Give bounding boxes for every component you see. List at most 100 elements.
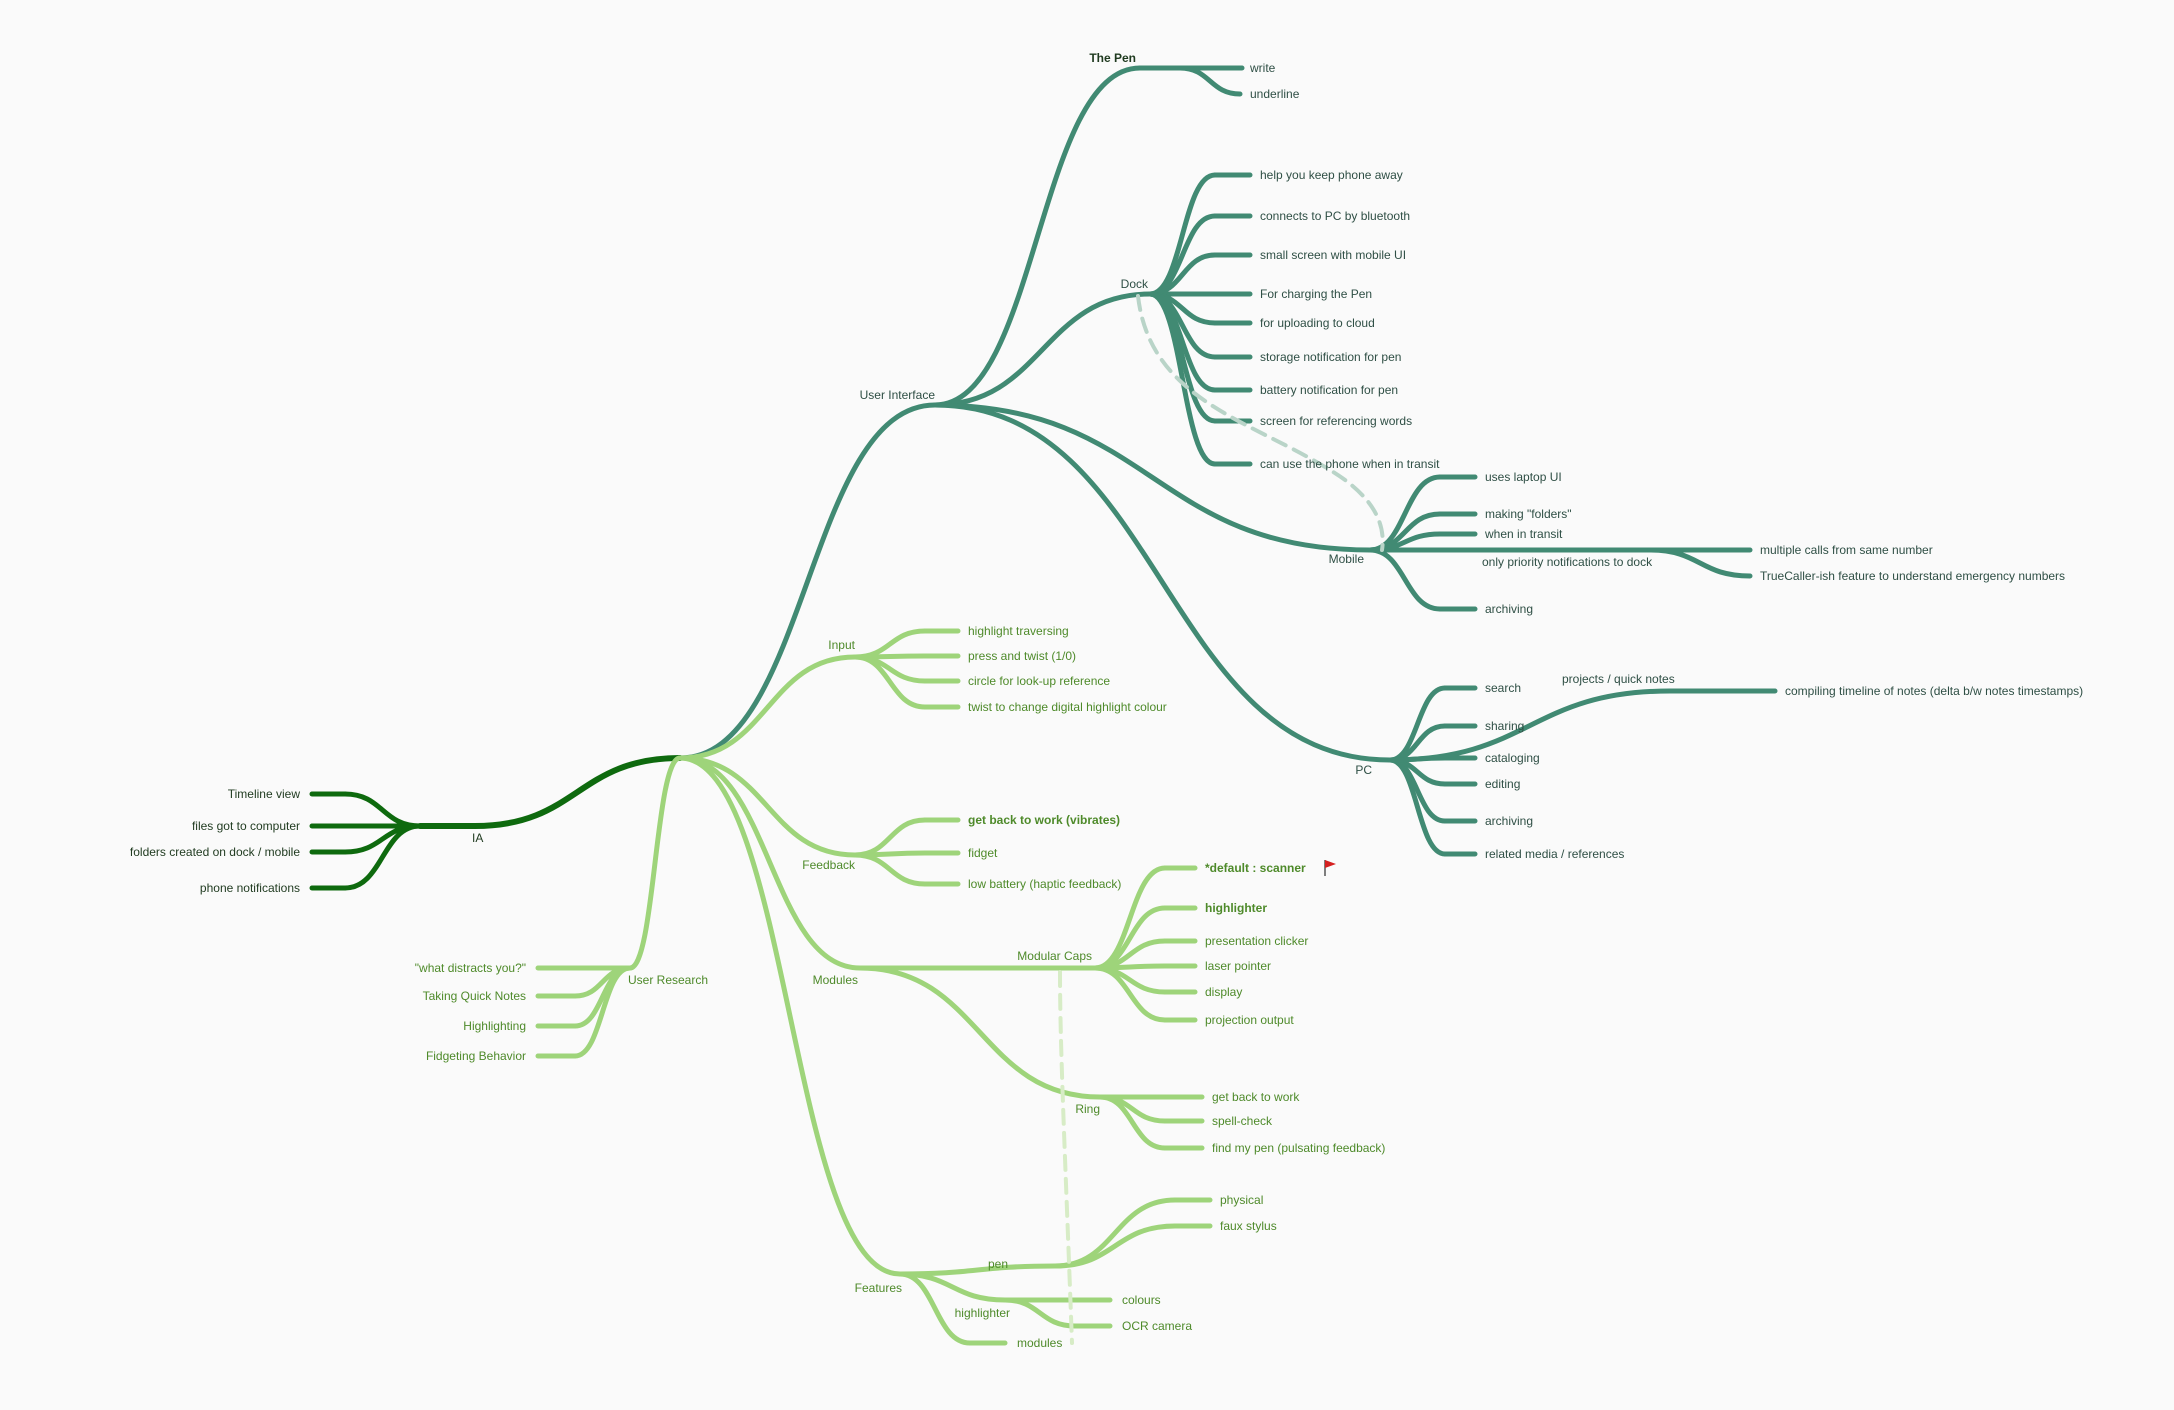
node-mob-4b[interactable]: TrueCaller-ish feature to understand eme… <box>1760 569 2065 583</box>
node-pc-3[interactable]: cataloging <box>1485 751 1540 765</box>
node-mob-3[interactable]: when in transit <box>1484 527 1563 541</box>
relation-caps-to-feature-modules <box>1058 970 1074 1345</box>
node-ring-1[interactable]: get back to work <box>1212 1090 1300 1104</box>
node-ui[interactable]: User Interface <box>860 388 936 402</box>
node-in-3[interactable]: circle for look-up reference <box>968 674 1110 688</box>
branch-user-research <box>627 755 683 971</box>
branch-mob-5 <box>1367 547 1443 612</box>
node-dock-4[interactable]: For charging the Pen <box>1260 287 1372 301</box>
branch-feat-pen-2 <box>1052 1223 1178 1269</box>
node-ia-timeline[interactable]: Timeline view <box>228 787 301 801</box>
node-in-2[interactable]: press and twist (1/0) <box>968 649 1076 663</box>
node-dock-1[interactable]: help you keep phone away <box>1260 168 1403 182</box>
node-pc-proj-1[interactable]: compiling timeline of notes (delta b/w n… <box>1785 684 2083 698</box>
node-input[interactable]: Input <box>828 638 855 652</box>
branch-layer <box>309 65 1778 1346</box>
node-dock-2[interactable]: connects to PC by bluetooth <box>1260 209 1410 223</box>
node-mob-4[interactable]: only priority notifications to dock <box>1482 555 1653 569</box>
node-cap-5[interactable]: display <box>1205 985 1242 999</box>
node-fb-3[interactable]: low battery (haptic feedback) <box>968 877 1121 891</box>
node-pc-6[interactable]: related media / references <box>1485 847 1624 861</box>
node-dock-8[interactable]: screen for referencing words <box>1260 414 1412 428</box>
node-ia-folders[interactable]: folders created on dock / mobile <box>130 845 300 859</box>
branch-dock <box>932 291 1153 408</box>
node-ring-2[interactable]: spell-check <box>1212 1114 1273 1128</box>
node-pen-underline[interactable]: underline <box>1250 87 1300 101</box>
node-research[interactable]: User Research <box>628 973 708 987</box>
branch-pc-1 <box>1387 685 1448 763</box>
node-feedback[interactable]: Feedback <box>802 858 856 872</box>
node-mob-4a[interactable]: multiple calls from same number <box>1760 543 1933 557</box>
node-feat-hl-2[interactable]: OCR camera <box>1122 1319 1192 1333</box>
node-in-4[interactable]: twist to change digital highlight colour <box>968 700 1167 714</box>
branch-mobile <box>932 402 1373 553</box>
node-pen[interactable]: The Pen <box>1089 51 1136 65</box>
node-features[interactable]: Features <box>855 1281 902 1295</box>
node-dock-6[interactable]: storage notification for pen <box>1260 350 1401 364</box>
node-dock[interactable]: Dock <box>1121 277 1149 291</box>
node-cap-4[interactable]: laser pointer <box>1205 959 1271 973</box>
red-flag-icon <box>1324 860 1336 876</box>
node-mobile[interactable]: Mobile <box>1329 552 1365 566</box>
branch-cap-6 <box>1092 965 1168 1023</box>
node-feat-modules[interactable]: modules <box>1017 1336 1062 1350</box>
node-ur-2[interactable]: Taking Quick Notes <box>423 989 526 1003</box>
branch-dock-9 <box>1147 291 1218 467</box>
node-pc-1[interactable]: search <box>1485 681 1521 695</box>
node-fb-2[interactable]: fidget <box>968 846 998 860</box>
branch-in-1 <box>852 628 928 660</box>
node-dock-5[interactable]: for uploading to cloud <box>1260 316 1375 330</box>
node-feat-pen[interactable]: pen <box>988 1257 1008 1271</box>
node-dock-7[interactable]: battery notification for pen <box>1260 383 1398 397</box>
relation-layer <box>1058 294 1385 1345</box>
node-cap-6[interactable]: projection output <box>1205 1013 1294 1027</box>
branch-input <box>677 654 858 761</box>
relation-dock-to-mobile <box>1136 294 1385 552</box>
node-pen-write[interactable]: write <box>1249 61 1276 75</box>
node-pc-5[interactable]: archiving <box>1485 814 1533 828</box>
branch-feedback <box>677 755 858 858</box>
node-mob-2[interactable]: making "folders" <box>1485 507 1572 521</box>
node-pc-2[interactable]: sharing <box>1485 719 1524 733</box>
node-ur-1[interactable]: "what distracts you?" <box>415 961 526 975</box>
node-ring[interactable]: Ring <box>1075 1102 1100 1116</box>
branch-ur-4 <box>572 965 633 1059</box>
node-ia-phone[interactable]: phone notifications <box>200 881 300 895</box>
node-cap-3[interactable]: presentation clicker <box>1205 934 1308 948</box>
node-feat-pen-1[interactable]: physical <box>1220 1193 1263 1207</box>
branch-pen-underline <box>1177 65 1243 97</box>
node-mob-1[interactable]: uses laptop UI <box>1485 470 1562 484</box>
node-caps[interactable]: Modular Caps <box>1017 949 1092 963</box>
node-ia-files[interactable]: files got to computer <box>192 819 300 833</box>
node-in-1[interactable]: highlight traversing <box>968 624 1069 638</box>
node-ia[interactable]: IA <box>472 831 483 845</box>
node-ring-3[interactable]: find my pen (pulsating feedback) <box>1212 1141 1385 1155</box>
node-feat-hl[interactable]: highlighter <box>955 1306 1010 1320</box>
branch-feat-hl-2 <box>1002 1297 1078 1329</box>
branch-pc-6 <box>1387 757 1448 857</box>
branch-pc-proj <box>1387 688 1673 763</box>
branch-feat-modules <box>897 1271 973 1346</box>
node-dock-3[interactable]: small screen with mobile UI <box>1260 248 1406 262</box>
node-dock-9[interactable]: can use the phone when in transit <box>1260 457 1440 471</box>
branch-ia-timeline <box>342 791 423 829</box>
node-cap-1[interactable]: *default : scanner <box>1205 861 1306 875</box>
branch-feat-pen <box>897 1263 1058 1277</box>
node-ur-3[interactable]: Highlighting <box>463 1019 526 1033</box>
node-ur-4[interactable]: Fidgeting Behavior <box>426 1049 526 1063</box>
branch-fb-3 <box>852 852 928 887</box>
node-modules[interactable]: Modules <box>813 973 858 987</box>
node-cap-2[interactable]: highlighter <box>1205 901 1267 915</box>
branch-ring <box>857 965 1103 1100</box>
branch-features <box>677 755 903 1277</box>
node-feat-pen-2[interactable]: faux stylus <box>1220 1219 1277 1233</box>
node-pc-4[interactable]: editing <box>1485 777 1520 791</box>
node-pc-proj[interactable]: projects / quick notes <box>1562 672 1675 686</box>
branch-feat-pen-1 <box>1052 1197 1178 1269</box>
node-pc[interactable]: PC <box>1355 763 1372 777</box>
node-mob-5[interactable]: archiving <box>1485 602 1533 616</box>
branch-ring-3 <box>1097 1094 1168 1151</box>
node-fb-1[interactable]: get back to work (vibrates) <box>968 813 1120 827</box>
node-feat-hl-1[interactable]: colours <box>1122 1293 1161 1307</box>
